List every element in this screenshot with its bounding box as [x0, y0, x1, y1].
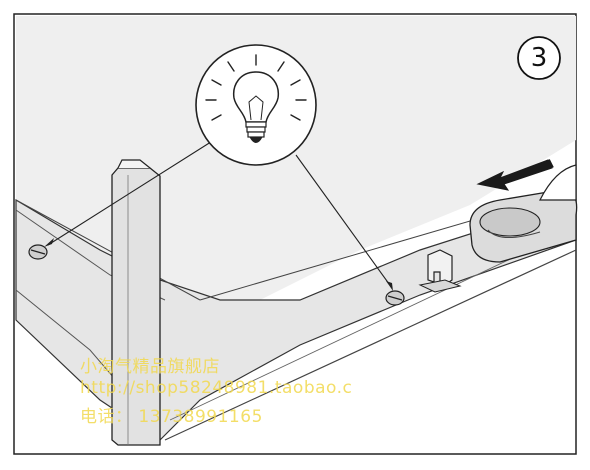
watermark-shop-name: 小淘气精品旗舰店 [80, 357, 220, 377]
push-arrow-icon [476, 159, 554, 191]
step-number: 3 [530, 43, 548, 73]
light-bulb-icon [195, 44, 317, 166]
leader-line-left [47, 139, 215, 246]
step-number-badge [517, 36, 561, 80]
switch-housing [469, 164, 578, 263]
watermark-shop-url: http://shop58248981.taobao.c [80, 378, 353, 398]
screw-left [28, 244, 48, 260]
screw-right [385, 290, 405, 306]
watermark-phone: 电话： 13738991165 [80, 407, 263, 427]
frame-clip [418, 249, 462, 293]
leader-line-right [295, 154, 393, 289]
